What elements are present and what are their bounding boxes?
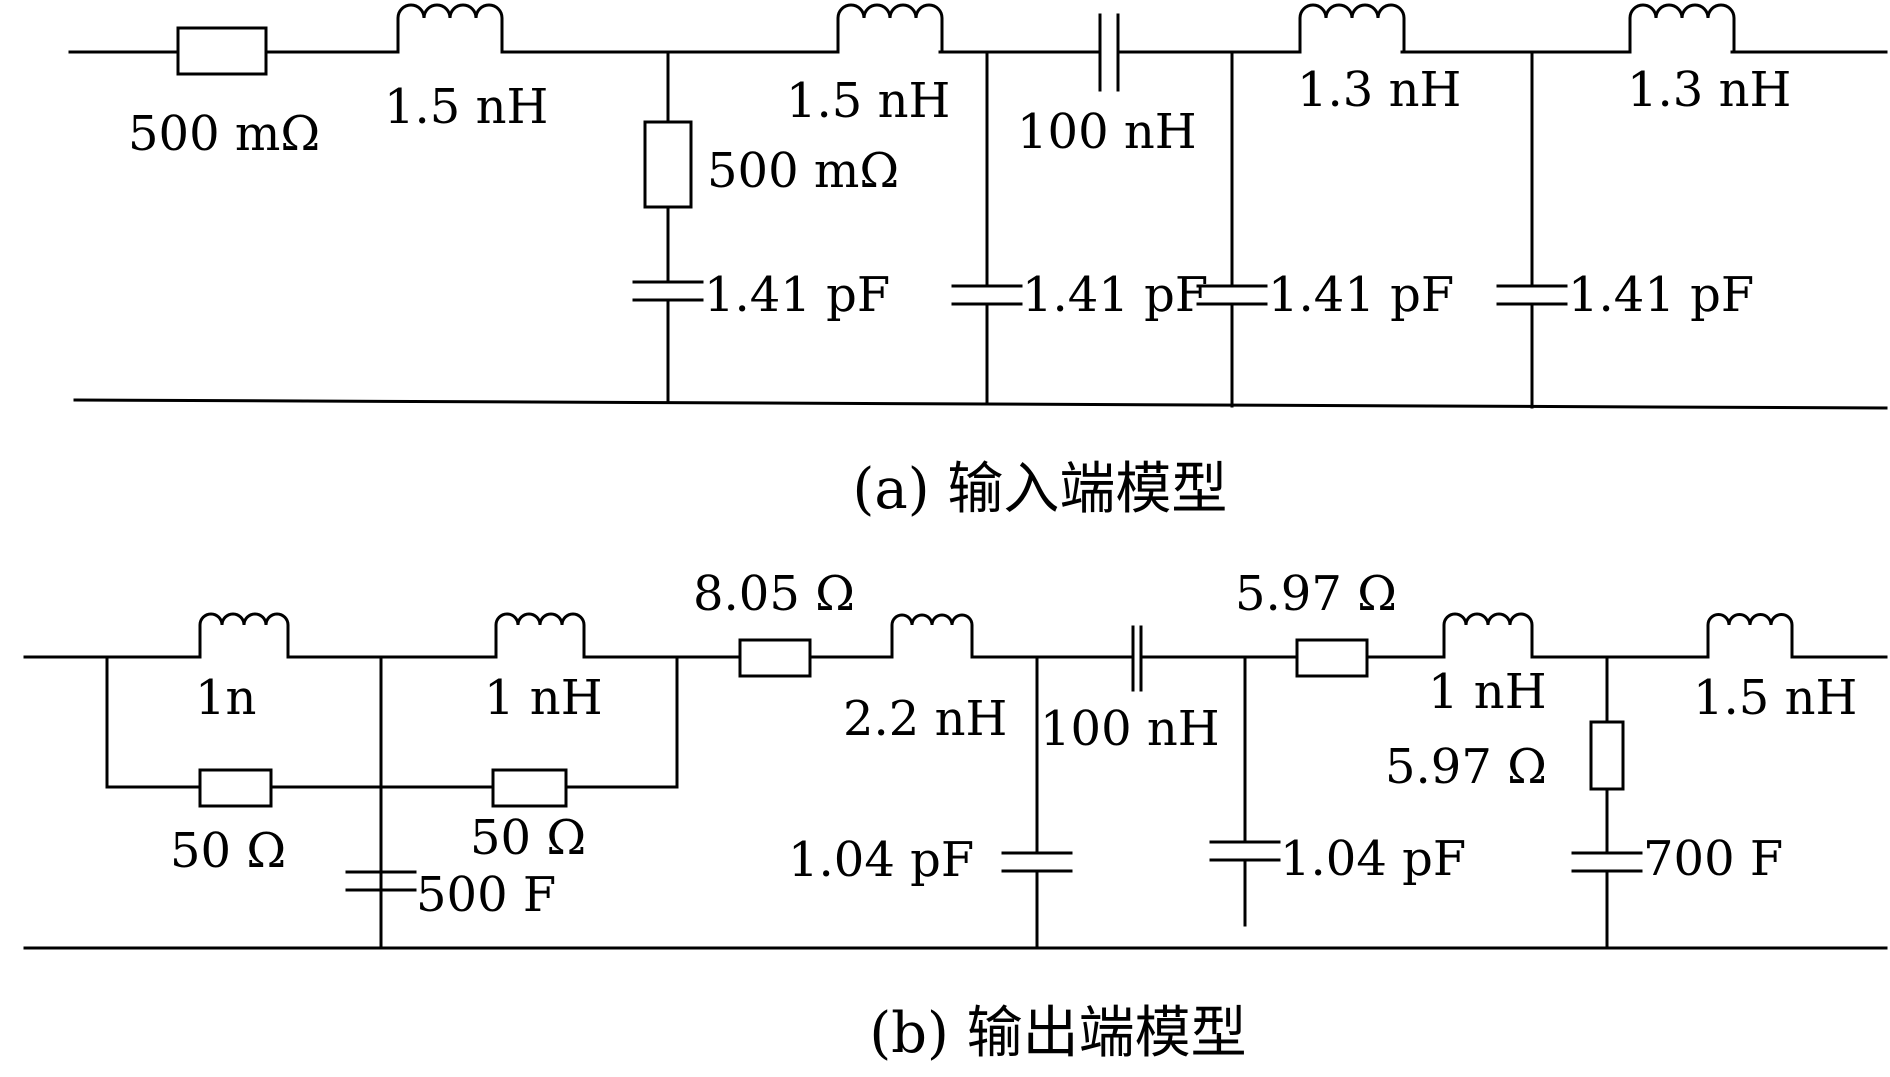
output-resistor-3 xyxy=(738,638,812,678)
input-inductor-3-label: 1.3 nH xyxy=(1297,62,1461,118)
input-shunt-capacitor-2 xyxy=(951,50,1023,406)
input-model: 500 mΩ 1.5 nH 1.5 nH 500 mΩ 100 nH 1.3 n… xyxy=(68,3,1888,522)
output-resistor-2 xyxy=(491,768,568,808)
output-inductor-3 xyxy=(890,613,974,659)
output-inductor-2 xyxy=(494,612,586,659)
output-resistor-2-label: 50 Ω xyxy=(470,810,586,866)
output-resistor-1 xyxy=(198,768,273,808)
output-inductor-1-label: 1n xyxy=(195,670,256,726)
output-resistor-4-label: 5.97 Ω xyxy=(1235,566,1397,622)
input-shunt-branch-1 xyxy=(632,50,704,404)
output-resistor-1-label: 50 Ω xyxy=(170,823,286,879)
input-ground-rail xyxy=(73,398,1888,410)
input-capacitor-4-label: 1.41 pF xyxy=(1568,267,1754,323)
output-shunt-capacitor-1 xyxy=(345,785,417,892)
input-inductor-4 xyxy=(1628,3,1736,54)
output-capacitor-1-label: 500 F xyxy=(416,867,556,923)
output-resistor-5-label: 5.97 Ω xyxy=(1385,739,1547,795)
output-capacitor-3-label: 1.04 pF xyxy=(1280,831,1466,887)
input-inductor-1-label: 1.5 nH xyxy=(384,79,548,135)
output-inductor-2-label: 1 nH xyxy=(484,670,603,726)
output-model: 1n 1 nH 50 Ω 50 Ω 500 F 8.05 Ω 2.2 nH 10… xyxy=(23,566,1888,1066)
input-series-resistor-label: 500 mΩ xyxy=(128,106,320,162)
output-shunt-capacitor-2 xyxy=(1001,655,1073,950)
input-shunt-capacitor-3 xyxy=(1196,50,1268,408)
output-resistor-3-label: 8.05 Ω xyxy=(693,566,855,622)
output-inductor-4-label: 1 nH xyxy=(1428,664,1547,720)
output-inductor-1 xyxy=(198,612,290,659)
input-capacitor-3-label: 1.41 pF xyxy=(1268,267,1454,323)
output-model-caption: (b) 输出端模型 xyxy=(869,1001,1246,1066)
output-inductor-3-label: 2.2 nH xyxy=(843,691,1007,747)
input-inductor-2-label: 1.5 nH xyxy=(786,73,950,129)
input-shunt-capacitor-4 xyxy=(1496,50,1568,409)
output-resistor-4 xyxy=(1295,638,1369,678)
output-shunt-capacitor-3 xyxy=(1209,655,1281,927)
input-shunt-resistor-label: 500 mΩ xyxy=(707,143,899,199)
input-inductor-4-label: 1.3 nH xyxy=(1627,62,1791,118)
input-series-capacitor-label: 100 nH xyxy=(1017,104,1197,160)
output-series-capacitor xyxy=(1131,625,1143,692)
output-series-capacitor-label: 100 nH xyxy=(1040,701,1220,757)
input-capacitor-2-label: 1.41 pF xyxy=(1022,267,1208,323)
input-series-capacitor xyxy=(1098,13,1120,92)
input-series-resistor xyxy=(176,26,268,76)
output-inductor-4 xyxy=(1442,612,1534,659)
input-capacitor-1-label: 1.41 pF xyxy=(704,267,890,323)
output-capacitor-4-label: 700 F xyxy=(1643,831,1783,887)
input-inductor-3 xyxy=(1298,3,1406,54)
output-inductor-5-label: 1.5 nH xyxy=(1693,670,1857,726)
output-shunt-branch-rc xyxy=(1571,655,1643,950)
input-inductor-2 xyxy=(836,3,944,54)
output-inductor-5 xyxy=(1706,613,1794,659)
input-inductor-1 xyxy=(396,3,504,54)
input-model-caption: (a) 输入端模型 xyxy=(853,457,1228,522)
output-capacitor-2-label: 1.04 pF xyxy=(788,832,974,888)
